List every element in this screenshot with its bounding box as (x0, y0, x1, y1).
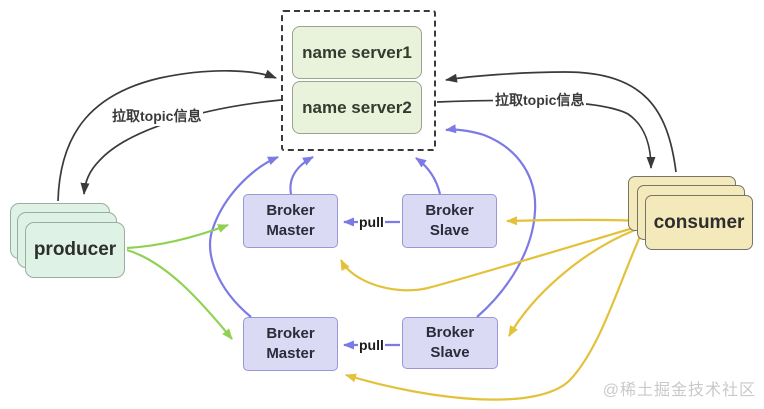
producer-card-front: producer (25, 222, 125, 278)
arrow-producer-to-nameserver (57, 69, 277, 202)
broker-master-2-box: Broker Master (243, 317, 338, 371)
consumer-label: consumer (653, 211, 745, 233)
broker-slave-2-box: Broker Slave (402, 317, 498, 369)
arrow-master2-to-nameserver (209, 155, 279, 318)
name-server1-box: name server1 (292, 26, 422, 79)
broker-slave-1-line1: Broker (425, 201, 474, 219)
name-server2-label: name server2 (302, 97, 412, 117)
pull-label-top: pull (358, 214, 385, 230)
broker-slave-2-line1: Broker (425, 323, 475, 341)
broker-slave-1-line2: Slave (429, 222, 470, 239)
name-server1-label: name server1 (302, 42, 412, 62)
arrow-consumer-to-slave1 (506, 216, 641, 226)
producer-label: producer (33, 239, 117, 260)
broker-master-1-line1: Broker (266, 201, 315, 219)
name-server-group (281, 10, 436, 151)
arrow-consumer-to-master1 (340, 224, 641, 292)
arrow-nameserver-to-producer (80, 99, 282, 195)
arrow-producer-to-master2 (126, 248, 233, 340)
name-server2-box: name server2 (292, 81, 422, 134)
broker-master-2-line1: Broker (266, 324, 315, 342)
arrow-slave2-to-nameserver (445, 124, 537, 318)
arrow-consumer-to-master2 (345, 231, 644, 401)
watermark: @稀土掘金技术社区 (602, 382, 756, 399)
broker-master-1-box: Broker Master (243, 194, 338, 248)
edge-label-pull-topic-left: 拉取topic信息 (110, 106, 204, 126)
consumer-card-front: consumer (645, 195, 753, 250)
arrow-master1-to-nameserver (289, 156, 314, 195)
broker-master-2-line2: Master (266, 345, 315, 362)
arrow-consumer-to-slave2 (508, 226, 641, 337)
arrow-nameserver-to-consumer (436, 99, 656, 169)
edge-label-pull-topic-right: 拉取topic信息 (493, 90, 587, 110)
arrow-producer-to-master1 (126, 223, 229, 250)
arrow-consumer-to-nameserver (445, 71, 677, 173)
broker-slave-2-line2: Slave (430, 344, 470, 361)
arrow-slave1-to-nameserver (415, 157, 442, 195)
pull-label-bottom: pull (358, 337, 385, 353)
broker-slave-1-box: Broker Slave (402, 194, 497, 248)
broker-master-1-line2: Master (266, 222, 315, 239)
